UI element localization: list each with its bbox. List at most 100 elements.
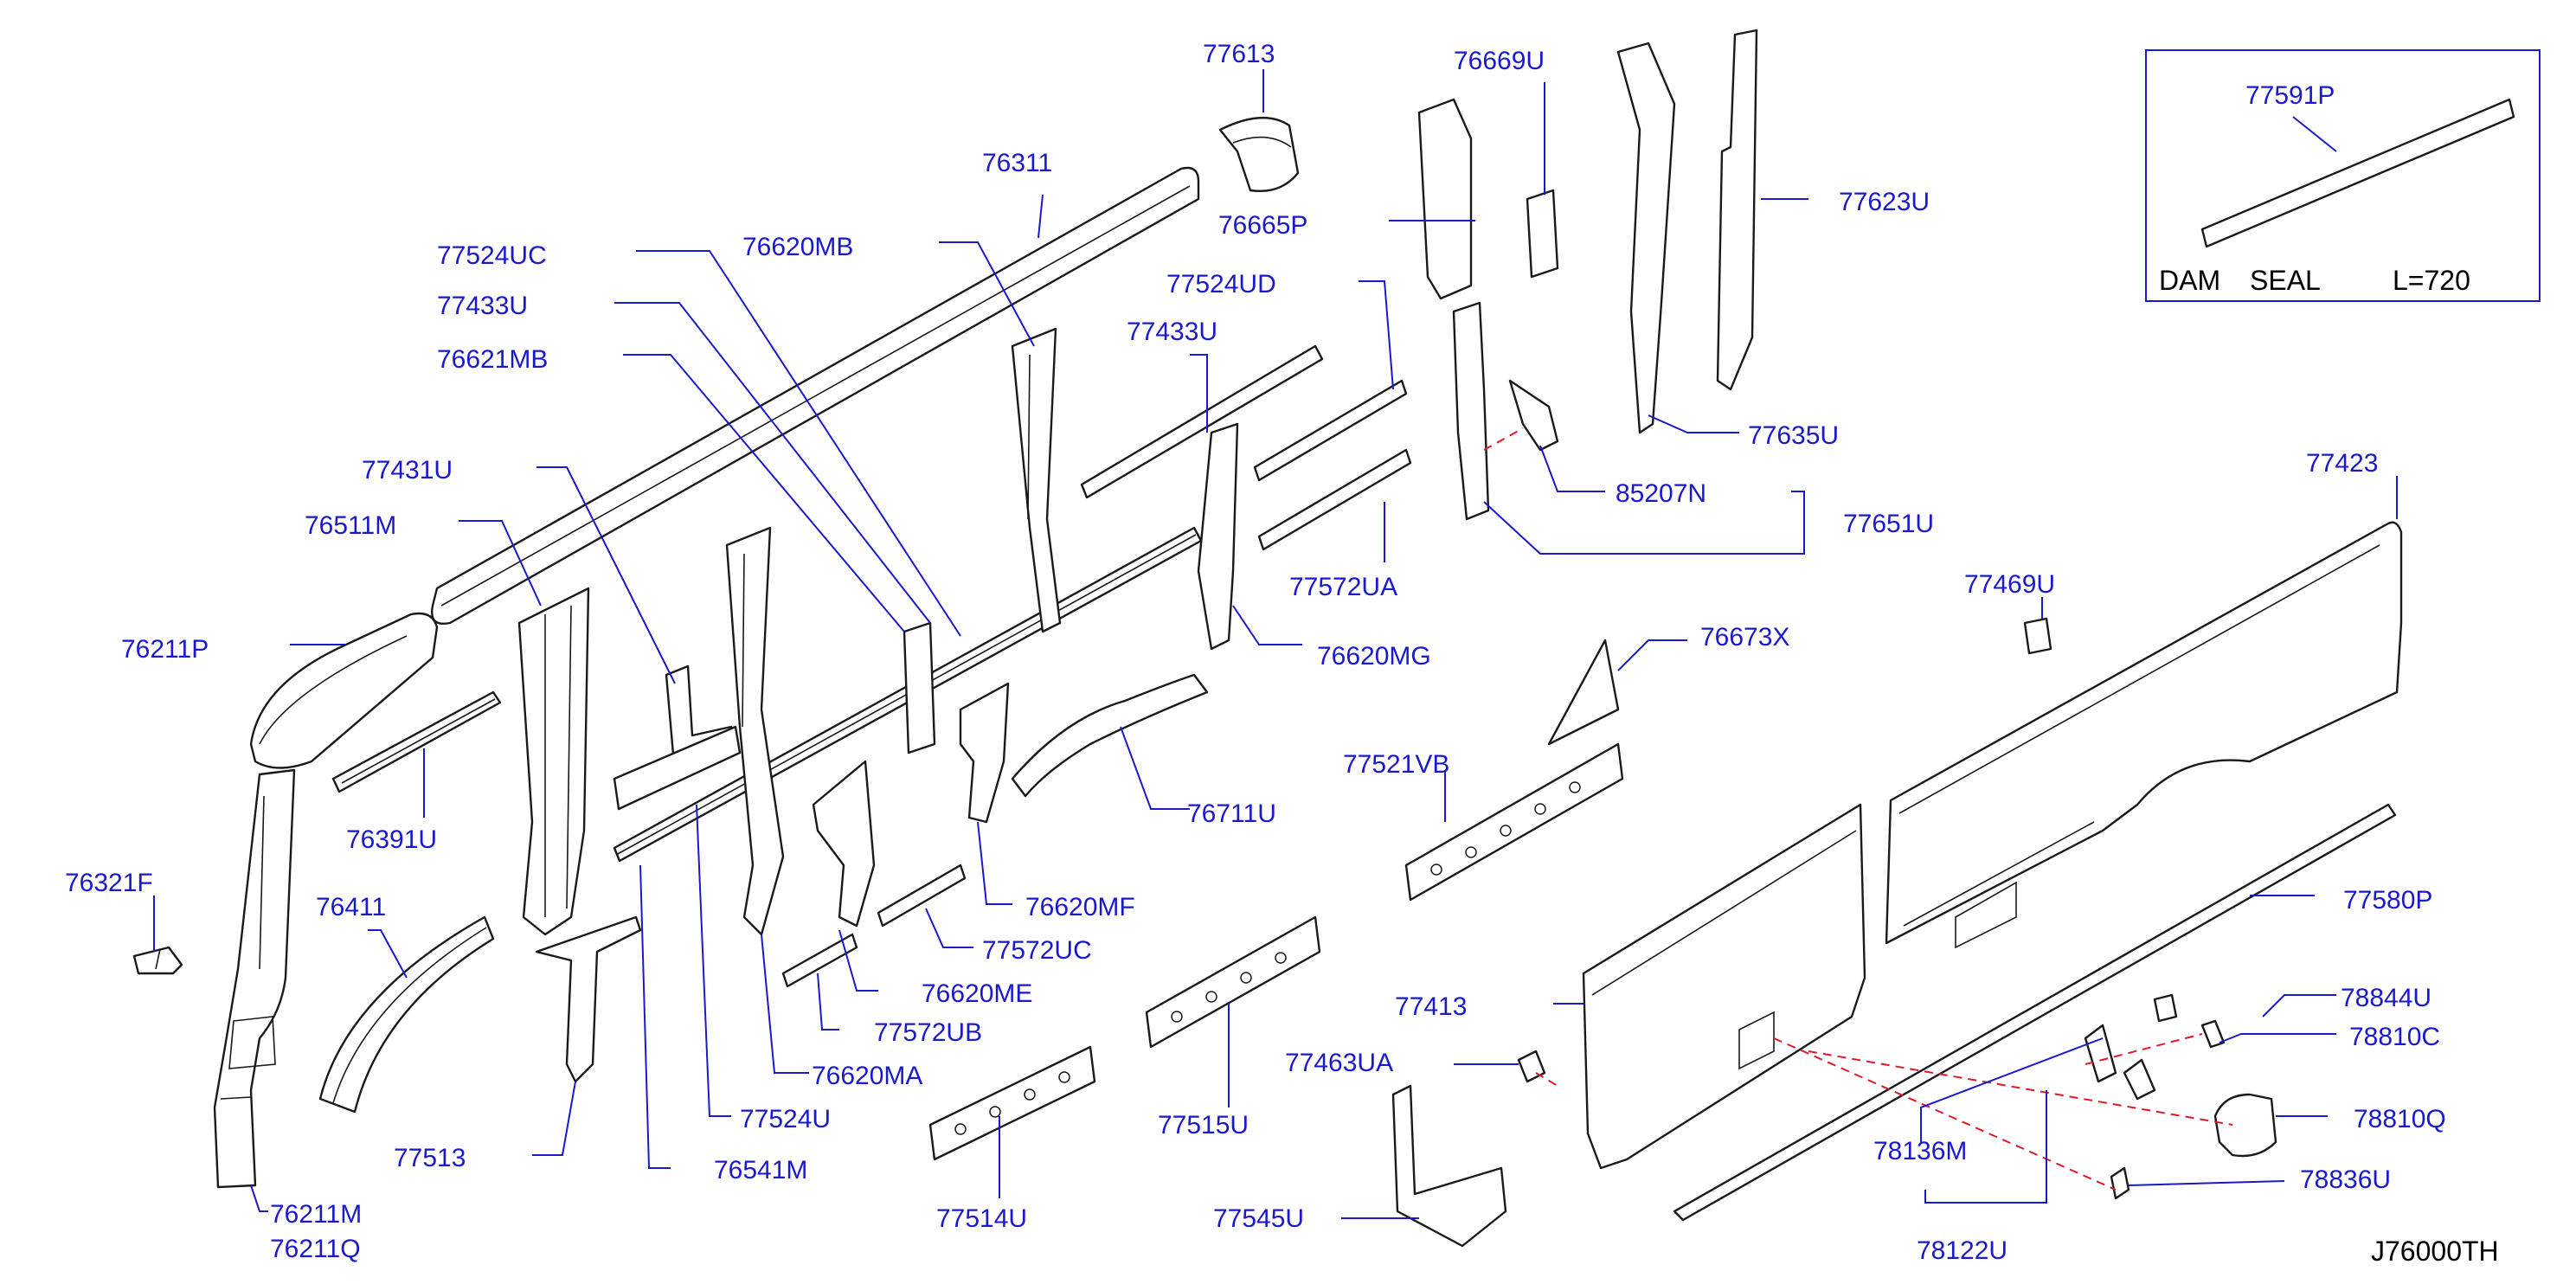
part-labels: 77613 76669U 76311 76665P 77623U 77524UC…	[65, 40, 2499, 1267]
label-77572UB[interactable]: 77572UB	[874, 1018, 982, 1047]
part-76620MB-drawing	[1011, 327, 1062, 633]
dashed-links	[1483, 427, 2233, 1191]
part-77423-drawing	[1885, 521, 2403, 949]
part-76673X-drawing	[1547, 639, 1620, 746]
diagram-code: J76000TH	[2371, 1236, 2499, 1267]
part-76665P-drawing	[1526, 189, 1559, 279]
label-77651U[interactable]: 77651U	[1843, 510, 1934, 538]
label-76669U[interactable]: 76669U	[1454, 47, 1545, 75]
label-77413[interactable]: 77413	[1395, 992, 1467, 1021]
part-76211P-drawing	[249, 612, 439, 769]
part-85207N-drawing	[1508, 379, 1559, 452]
label-76620MG[interactable]: 76620MG	[1317, 642, 1431, 671]
part-77515U-drawing	[1145, 915, 1321, 1049]
parts-layer	[132, 29, 2515, 1248]
label-77423[interactable]: 77423	[2306, 449, 2378, 478]
label-77433U-a[interactable]: 77433U	[437, 292, 528, 320]
part-77463UA-drawing	[1517, 1050, 1546, 1083]
part-fuel-lid-group-drawing	[2084, 993, 2277, 1200]
part-76711U-drawing	[1011, 673, 1209, 798]
part-77635U-drawing	[1616, 42, 1676, 434]
inset-dam-text: DAM	[2159, 265, 2220, 296]
inset-border	[2145, 49, 2541, 302]
part-77521VB-drawing	[1404, 742, 1624, 902]
label-76673X[interactable]: 76673X	[1700, 623, 1789, 652]
inset-seal-text: SEAL	[2250, 265, 2321, 296]
part-77524U-drawing	[613, 725, 742, 811]
label-77524UC[interactable]: 77524UC	[437, 241, 547, 270]
label-77613[interactable]: 77613	[1203, 40, 1275, 68]
part-77572UC-drawing	[877, 863, 967, 928]
label-78836U[interactable]: 78836U	[2300, 1165, 2391, 1194]
label-77572UA[interactable]: 77572UA	[1289, 573, 1397, 601]
label-77524UD[interactable]: 77524UD	[1166, 270, 1276, 299]
label-77463UA[interactable]: 77463UA	[1285, 1049, 1393, 1077]
part-77545U-drawing	[1391, 1084, 1507, 1248]
label-76620MB[interactable]: 76620MB	[742, 233, 853, 261]
part-76620ME-drawing	[812, 760, 876, 928]
part-77572UA-drawing	[1257, 448, 1412, 551]
label-76391U[interactable]: 76391U	[346, 825, 437, 854]
inset-part-label: 77591P	[2245, 81, 2335, 110]
part-76620MF-drawing	[959, 682, 1010, 824]
label-78810Q[interactable]: 78810Q	[2354, 1105, 2446, 1133]
label-76621MB[interactable]: 76621MB	[437, 345, 548, 374]
part-76321F-drawing	[132, 946, 183, 975]
label-76511M[interactable]: 76511M	[305, 511, 396, 540]
part-77469U-drawing	[2023, 617, 2052, 655]
label-77515U[interactable]: 77515U	[1158, 1111, 1249, 1140]
label-76541M[interactable]: 76541M	[714, 1156, 807, 1184]
part-76411-drawing	[318, 915, 495, 1114]
inset-box: 77591P DAM SEAL L=720	[2145, 49, 2541, 302]
label-77572UC[interactable]: 77572UC	[982, 936, 1092, 965]
label-76211P[interactable]: 76211P	[121, 635, 209, 664]
part-77524UD-drawing	[1253, 379, 1408, 482]
label-78810C[interactable]: 78810C	[2349, 1023, 2440, 1051]
part-77580P-drawing	[1673, 803, 2397, 1222]
label-76620MA[interactable]: 76620MA	[812, 1062, 922, 1090]
label-77635U[interactable]: 77635U	[1748, 421, 1839, 450]
label-77431U[interactable]: 77431U	[362, 456, 453, 485]
label-76620MF[interactable]: 76620MF	[1025, 893, 1135, 921]
part-76311-drawing	[431, 166, 1200, 625]
label-77580P[interactable]: 77580P	[2343, 886, 2432, 915]
part-77623U-drawing	[1716, 29, 1758, 391]
part-76620MG-drawing	[1197, 422, 1239, 651]
part-77513-drawing	[535, 915, 642, 1083]
part-77413-drawing	[1582, 803, 1866, 1170]
inset-length-text: L=720	[2393, 265, 2470, 296]
label-76311[interactable]: 76311	[982, 149, 1052, 177]
label-77521VB[interactable]: 77521VB	[1343, 750, 1449, 779]
label-76711U[interactable]: 76711U	[1187, 799, 1276, 828]
label-77513[interactable]: 77513	[394, 1144, 466, 1172]
label-76211Q[interactable]: 76211Q	[270, 1235, 361, 1263]
label-77524U[interactable]: 77524U	[740, 1105, 831, 1133]
label-76321F[interactable]: 76321F	[65, 869, 153, 897]
part-77433U-drawing	[1080, 344, 1324, 499]
label-77469U[interactable]: 77469U	[1964, 570, 2055, 599]
label-85207N[interactable]: 85207N	[1616, 479, 1706, 508]
part-77572UB-drawing	[781, 933, 858, 988]
label-77514U[interactable]: 77514U	[936, 1204, 1027, 1233]
part-76391U-drawing	[331, 690, 502, 793]
label-77545U[interactable]: 77545U	[1213, 1204, 1304, 1233]
label-76620ME[interactable]: 76620ME	[922, 979, 1032, 1008]
label-76211M[interactable]: 76211M	[270, 1200, 362, 1229]
label-77433U-b[interactable]: 77433U	[1127, 318, 1217, 346]
label-76411[interactable]: 76411	[316, 893, 386, 921]
part-76211M-drawing	[213, 768, 296, 1189]
label-76665P[interactable]: 76665P	[1218, 211, 1307, 240]
part-77613-drawing	[1218, 117, 1300, 192]
label-78844U[interactable]: 78844U	[2341, 984, 2431, 1012]
part-77591P-drawing	[2200, 98, 2515, 248]
part-76511M-drawing	[517, 587, 590, 936]
part-76669U-drawing	[1417, 98, 1473, 300]
part-77651U-drawing	[1452, 301, 1490, 521]
leader-lines	[153, 69, 2398, 1219]
label-78136M[interactable]: 78136M	[1873, 1137, 1967, 1165]
label-78122U[interactable]: 78122U	[1917, 1236, 2007, 1265]
part-76621MB-drawing	[903, 621, 936, 754]
label-77623U[interactable]: 77623U	[1839, 188, 1930, 216]
part-77514U-drawing	[928, 1045, 1096, 1161]
